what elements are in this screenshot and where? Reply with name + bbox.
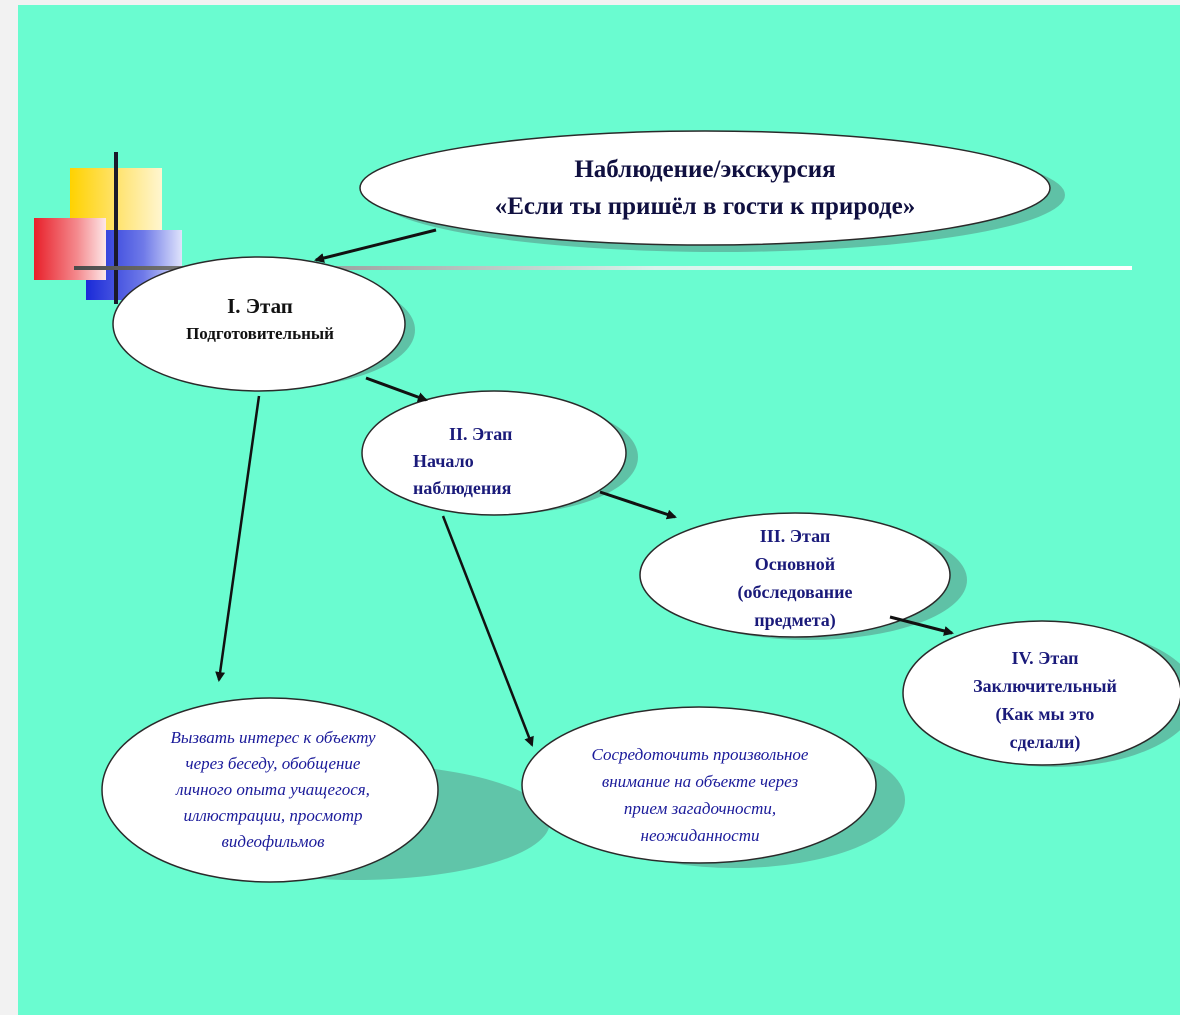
- stage4-label: IV. Этап Заключительный (Как мы это сдел…: [940, 644, 1150, 756]
- note2-ellipse: [521, 706, 877, 864]
- arrow-title-to-stage1: [314, 228, 437, 263]
- stage2-ellipse: [361, 390, 627, 516]
- stage4-ellipse: [902, 620, 1180, 766]
- stage4-title: IV. Этап: [1011, 648, 1079, 668]
- stage2-label: II. Этап Начало наблюдения: [405, 418, 535, 504]
- note2-text: Сосредоточить произвольное внимание на о…: [591, 745, 809, 845]
- stage3-ellipse: [639, 512, 951, 638]
- stage3-line1: Основной: [754, 554, 836, 574]
- title-ellipse: [359, 130, 1051, 246]
- stage1-name: Подготовительный: [186, 324, 334, 343]
- stage3-title: III. Этап: [759, 526, 831, 546]
- arrow-stage2-to-note2: [441, 515, 534, 747]
- stage2-line1: Начало: [413, 450, 474, 471]
- diagram-title-line1: Наблюдение/экскурсия: [574, 155, 836, 183]
- deco-horizontal-line: [74, 266, 1132, 270]
- note1-text: Вызвать интерес к объекту через беседу, …: [170, 728, 376, 851]
- stage3-label: III. Этап Основной (обследование предмет…: [690, 522, 900, 634]
- arrow-stage2-to-stage3: [599, 490, 677, 520]
- stage1-label: I. Этап Подготовительный: [140, 285, 380, 355]
- stage2-line2: наблюдения: [413, 477, 512, 498]
- arrow-stage1-to-stage2: [365, 376, 428, 402]
- deco-vertical-line: [114, 152, 118, 304]
- stage2-title: II. Этап: [449, 423, 513, 444]
- arrow-stage3-to-stage4: [889, 615, 954, 636]
- arrow-stage1-to-note1: [215, 395, 261, 682]
- stage1-ellipse: [112, 256, 406, 392]
- stage1-title: I. Этап: [227, 294, 293, 318]
- note1-ellipse: [101, 697, 439, 883]
- stage3-line2: (обследование: [737, 582, 853, 602]
- stage4-line2: (Как мы это: [995, 704, 1095, 724]
- stage4-line3: сделали): [1009, 732, 1081, 752]
- stage4-line1: Заключительный: [973, 676, 1117, 696]
- stage3-line3: предмета): [754, 610, 836, 630]
- diagram-title-line2: «Если ты пришёл в гости к природе»: [494, 192, 916, 220]
- diagram-title: Наблюдение/экскурсия «Если ты пришёл в г…: [380, 145, 1030, 230]
